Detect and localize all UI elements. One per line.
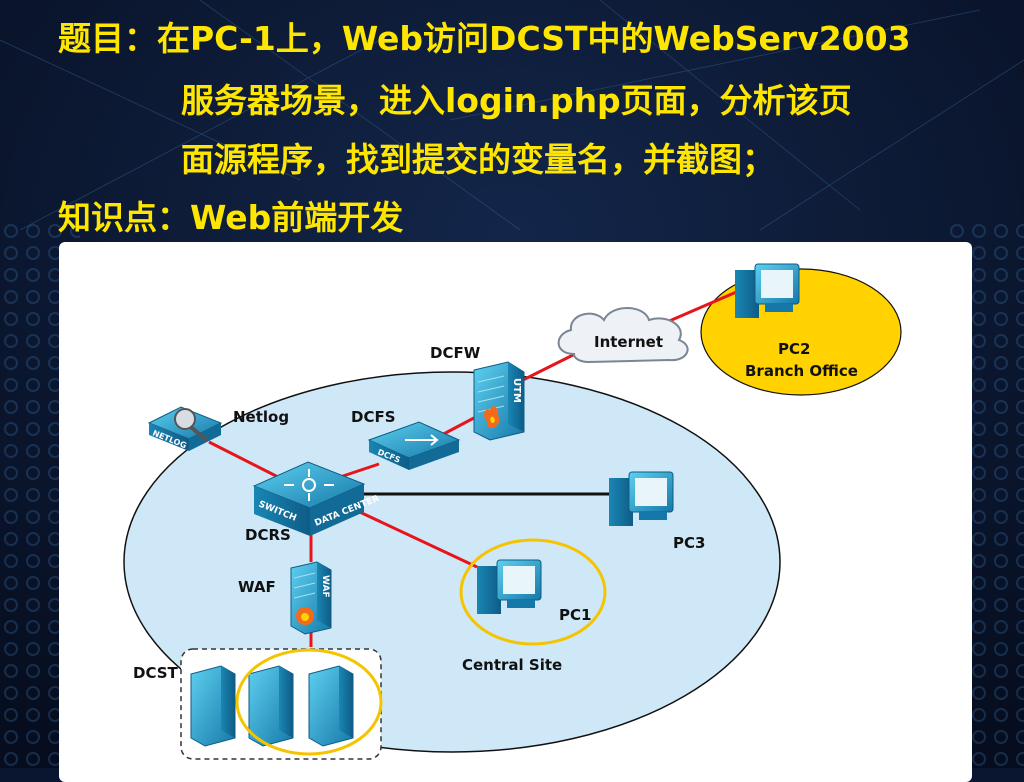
title-line-2: 服务器场景，进入login.php页面，分析该页: [181, 81, 852, 120]
pc2-label: PC2: [778, 340, 810, 358]
title-line-3: 面源程序，找到提交的变量名，并截图；: [181, 140, 775, 179]
internet-label: Internet: [594, 333, 663, 351]
waf-label: WAF: [238, 578, 276, 596]
dcfs-label: DCFS: [351, 408, 396, 426]
link-internet-dcfw: [518, 350, 580, 384]
pc1-computer-icon: [477, 559, 542, 614]
pc3-computer-icon: [609, 471, 674, 526]
link-pc2-internet: [666, 288, 742, 324]
link-netlog-dcrs: [208, 440, 285, 482]
dcfw-utm-firewall-icon: UTM: [473, 361, 525, 441]
title-line-1: 题目：在PC-1上，Web访问DCST中的WebServ2003: [58, 19, 911, 58]
pc3-label: PC3: [673, 534, 705, 552]
link-dcrs-pc1: [348, 505, 478, 569]
dcst-highlight-ring: [235, 648, 383, 756]
dcfs-device-icon: DCFS: [367, 421, 461, 470]
dcst-label: DCST: [133, 664, 179, 682]
pc1-label: PC1: [559, 606, 591, 624]
waf-device-text: WAF: [320, 575, 330, 598]
branch-office-label: Branch Office: [745, 362, 858, 380]
netlog-label: Netlog: [233, 408, 289, 426]
dcfw-label: DCFW: [430, 344, 481, 362]
dcrs-label: DCRS: [245, 526, 291, 544]
central-site-label: Central Site: [462, 656, 562, 674]
utm-device-text: UTM: [511, 378, 522, 403]
internet-cloud-icon: [557, 307, 689, 364]
title-line-4: 知识点：Web前端开发: [58, 198, 404, 237]
pc2-computer-icon: [735, 263, 800, 318]
network-topology-diagram: Internet PC2 Branch Office UTM DCFW NETL…: [123, 263, 902, 760]
dcst-server-2-icon: [248, 665, 294, 747]
dcrs-switch-icon: SWITCH DATA CENTER: [252, 461, 381, 536]
pc1-highlight-ring: [459, 538, 607, 646]
dcst-server-3-icon: [308, 665, 354, 747]
dcst-server-1-icon: [190, 665, 236, 747]
waf-firewall-icon: WAF: [290, 561, 332, 635]
